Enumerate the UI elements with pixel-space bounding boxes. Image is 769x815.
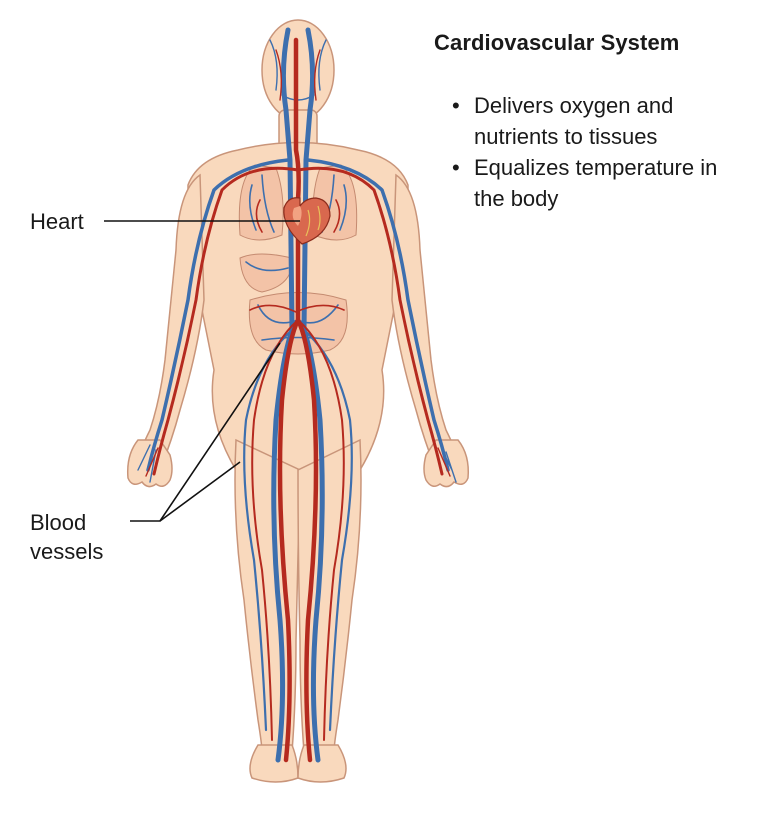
diagram-title: Cardiovascular System bbox=[434, 30, 680, 55]
left-foot bbox=[249, 744, 299, 783]
left-lung bbox=[238, 164, 284, 241]
function-list: Delivers oxygen and nutrients to tissues… bbox=[452, 90, 752, 214]
blood-vessels-label: Blood vessels bbox=[30, 510, 104, 564]
veins bbox=[137, 27, 457, 763]
heart-organ bbox=[283, 197, 331, 245]
function-item: Equalizes temperature in the body bbox=[452, 152, 752, 214]
function-item: Delivers oxygen and nutrients to tissues bbox=[452, 90, 752, 152]
right-foot bbox=[297, 744, 347, 783]
heart-label: Heart bbox=[30, 209, 84, 234]
right-arm bbox=[391, 173, 461, 471]
left-arm bbox=[135, 173, 205, 471]
arteries bbox=[145, 37, 451, 763]
vessel-leader-line-lower bbox=[159, 461, 241, 522]
leader-lines bbox=[104, 220, 300, 522]
liver bbox=[239, 253, 293, 293]
